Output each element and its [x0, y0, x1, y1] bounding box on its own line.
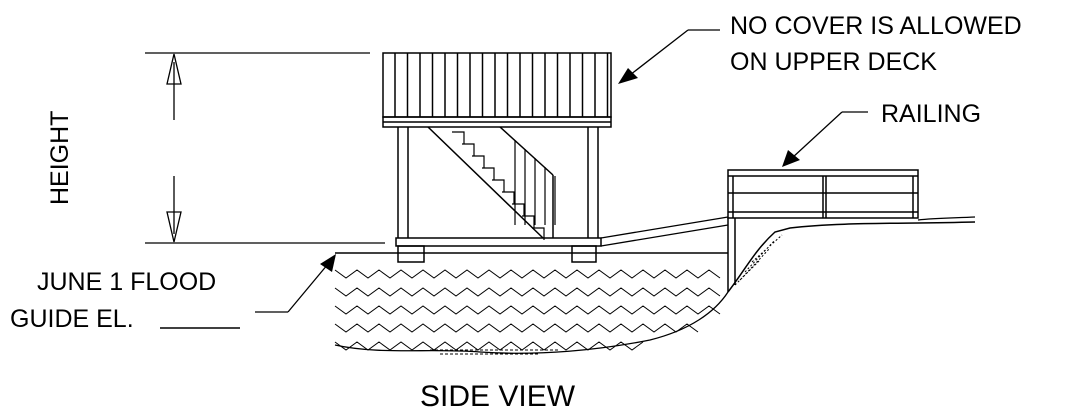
bank-hatch — [734, 234, 783, 286]
shore-bank-upper — [917, 216, 976, 221]
height-label: HEIGHT — [46, 111, 74, 205]
cover-note-arrowhead — [618, 68, 638, 84]
upper-deck-railing-balusters — [394, 53, 609, 117]
stair-tread — [532, 227, 545, 240]
lakebed-hatch — [430, 349, 560, 355]
stair-tread — [482, 167, 495, 180]
view-title: SIDE VIEW — [420, 380, 576, 413]
shore-dock-railing — [727, 169, 919, 219]
railing-leader — [791, 111, 868, 159]
railing-label: RAILING — [881, 100, 981, 128]
stair-tread — [452, 131, 465, 144]
stair-tread — [502, 191, 515, 204]
walkway — [600, 216, 729, 247]
stair-tread — [472, 155, 485, 168]
stair-tread — [492, 179, 505, 192]
lakebed — [334, 291, 729, 354]
cover-note-line2: ON UPPER DECK — [730, 48, 937, 76]
stair-tread — [522, 215, 535, 228]
boat-house-structure — [382, 52, 612, 263]
stair-tread — [462, 143, 475, 156]
cover-note-line1: NO COVER IS ALLOWED — [730, 12, 1022, 40]
water-hatch — [334, 269, 721, 351]
flood-leader — [255, 263, 329, 313]
height-arrow-down — [166, 211, 182, 243]
railing-arrowhead — [782, 150, 800, 167]
flood-arrowhead — [320, 254, 336, 272]
flood-label-line2: GUIDE EL. — [10, 305, 134, 333]
cover-note-leader — [629, 29, 720, 76]
height-arrow-up — [166, 53, 182, 85]
shore-bank — [727, 221, 976, 293]
flood-label-line1: JUNE 1 FLOOD — [37, 268, 216, 296]
stair-tread — [512, 203, 525, 216]
stair-treads — [452, 131, 556, 240]
height-dimension — [145, 52, 385, 244]
